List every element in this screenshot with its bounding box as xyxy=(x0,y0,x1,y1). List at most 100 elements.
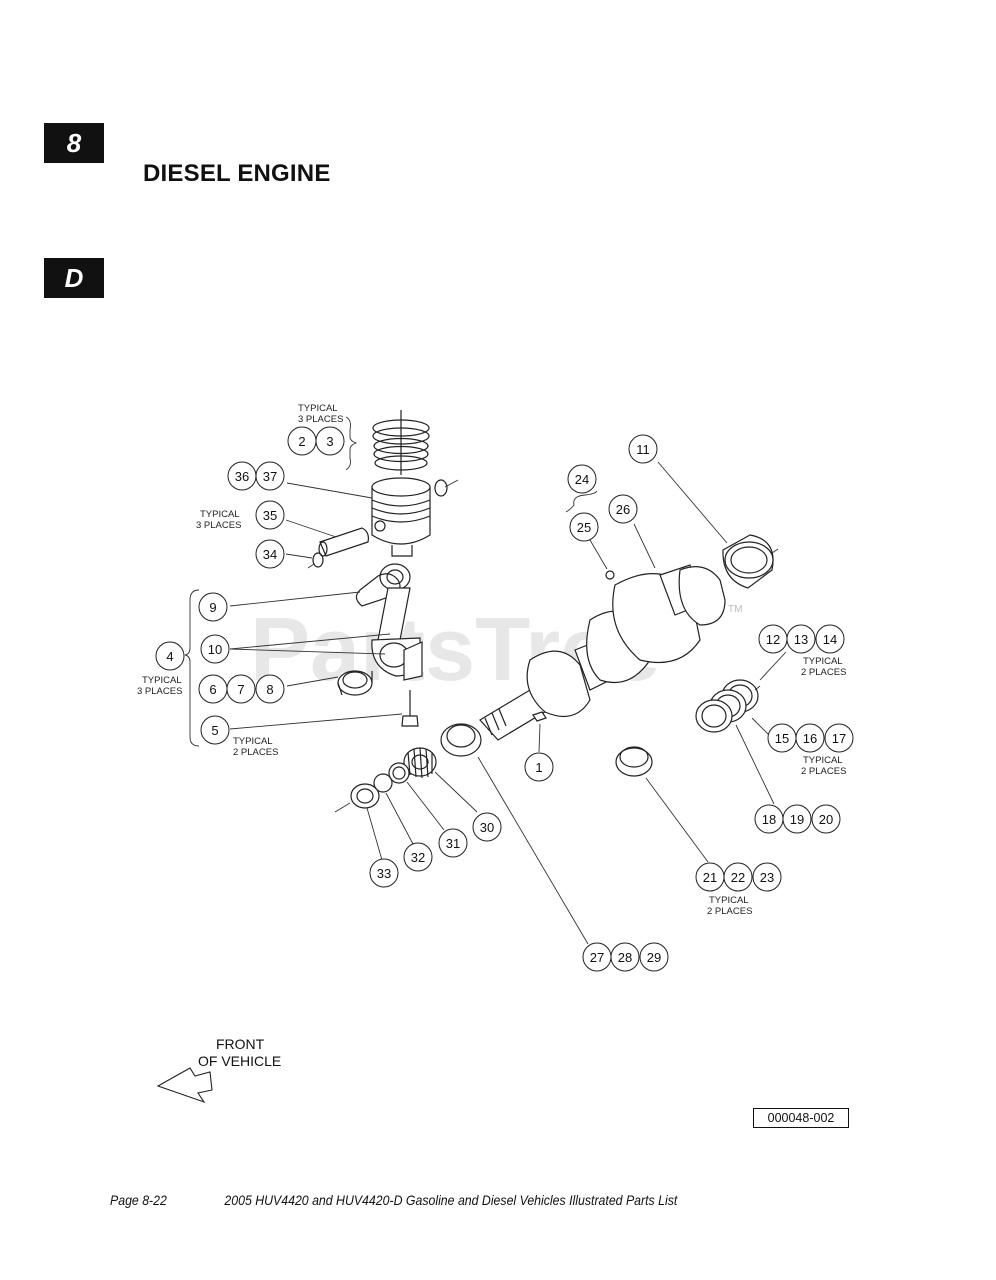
svg-text:34: 34 xyxy=(263,547,277,562)
callout-2: 2 xyxy=(287,426,317,456)
note-places: 2 PLACES xyxy=(707,906,752,917)
svg-text:8: 8 xyxy=(266,682,273,697)
footer-title: 2005 HUV4420 and HUV4420-D Gasoline and … xyxy=(224,1192,678,1208)
main-bearing-rear xyxy=(722,534,779,589)
svg-text:2: 2 xyxy=(298,434,305,449)
callout-37: 37 xyxy=(255,461,285,491)
callout-33: 33 xyxy=(369,858,399,888)
svg-text:30: 30 xyxy=(480,820,494,835)
svg-text:29: 29 xyxy=(647,950,661,965)
callout-30: 30 xyxy=(472,812,502,842)
callout-12: 12 xyxy=(758,624,788,654)
svg-text:11: 11 xyxy=(636,442,650,457)
svg-text:7: 7 xyxy=(237,682,244,697)
notes: TYPICAL 3 PLACES TYPICAL 3 PLACES TYPICA… xyxy=(137,403,846,917)
callout-10: 10 xyxy=(200,634,230,664)
callout-35: 35 xyxy=(255,500,285,530)
piston-rings xyxy=(372,410,430,475)
svg-text:32: 32 xyxy=(411,850,425,865)
callout-24: 24 xyxy=(567,464,597,494)
oil-seal xyxy=(334,783,380,813)
callout-16: 16 xyxy=(795,723,825,753)
callout-5: 5 xyxy=(200,715,230,745)
svg-text:25: 25 xyxy=(577,520,591,535)
center-main-bearing xyxy=(615,746,653,777)
svg-text:36: 36 xyxy=(235,469,249,484)
leader-lines xyxy=(184,416,787,945)
callout-6: 6 xyxy=(198,674,228,704)
connecting-rod xyxy=(355,563,423,681)
callout-4: 4 xyxy=(155,641,185,671)
callout-19: 19 xyxy=(782,804,812,834)
svg-text:22: 22 xyxy=(731,870,745,885)
rod-bolt xyxy=(401,690,419,727)
callout-22: 22 xyxy=(723,862,753,892)
note-typical: TYPICAL xyxy=(233,736,273,747)
callout-31: 31 xyxy=(438,828,468,858)
svg-text:12: 12 xyxy=(766,632,780,647)
svg-text:35: 35 xyxy=(263,508,277,523)
svg-text:16: 16 xyxy=(803,731,817,746)
callout-29: 29 xyxy=(639,942,669,972)
callout-3: 3 xyxy=(315,426,345,456)
svg-text:4: 4 xyxy=(166,649,173,664)
svg-text:21: 21 xyxy=(703,870,717,885)
watermark-tm: TM xyxy=(728,604,742,615)
crankshaft xyxy=(479,564,726,741)
note-places: 2 PLACES xyxy=(233,747,278,758)
svg-text:18: 18 xyxy=(762,812,776,827)
o-ring xyxy=(373,773,393,793)
svg-text:17: 17 xyxy=(832,731,846,746)
callout-20: 20 xyxy=(811,804,841,834)
note-places: 3 PLACES xyxy=(196,520,241,531)
svg-text:10: 10 xyxy=(208,642,222,657)
callout-15: 15 xyxy=(767,723,797,753)
svg-text:26: 26 xyxy=(616,502,630,517)
callout-17: 17 xyxy=(824,723,854,753)
callout-21: 21 xyxy=(695,862,725,892)
svg-text:31: 31 xyxy=(446,836,460,851)
callout-18: 18 xyxy=(754,804,784,834)
note-places: 2 PLACES xyxy=(801,667,846,678)
callout-13: 13 xyxy=(786,624,816,654)
callout-8: 8 xyxy=(255,674,285,704)
svg-text:13: 13 xyxy=(794,632,808,647)
note-typical: TYPICAL xyxy=(803,656,843,667)
svg-text:1: 1 xyxy=(535,760,542,775)
piston-pin-clip xyxy=(434,479,459,497)
svg-text:27: 27 xyxy=(590,950,604,965)
figure-code: 000048-002 xyxy=(753,1108,849,1128)
page-title: DIESEL ENGINE xyxy=(143,160,331,187)
callout-11: 11 xyxy=(628,434,658,464)
note-typical: TYPICAL xyxy=(803,755,843,766)
callout-7: 7 xyxy=(226,674,256,704)
svg-text:28: 28 xyxy=(618,950,632,965)
callout-28: 28 xyxy=(610,942,640,972)
callout-32: 32 xyxy=(403,842,433,872)
section-tab: 8 xyxy=(44,123,104,163)
front-label-line2: OF VEHICLE xyxy=(198,1053,281,1069)
dowel-ring xyxy=(605,570,615,580)
svg-text:9: 9 xyxy=(209,600,216,615)
piston xyxy=(371,477,431,557)
callout-27: 27 xyxy=(582,942,612,972)
svg-text:15: 15 xyxy=(775,731,789,746)
note-typical: TYPICAL xyxy=(200,509,240,520)
svg-text:37: 37 xyxy=(263,469,277,484)
svg-text:20: 20 xyxy=(819,812,833,827)
thrust-washers xyxy=(695,679,761,733)
crankshaft-key xyxy=(532,711,547,722)
callout-1: 1 xyxy=(524,752,554,782)
svg-text:6: 6 xyxy=(209,682,216,697)
note-typical: TYPICAL xyxy=(142,675,182,686)
subsection-tab: D xyxy=(44,258,104,298)
note-places: 3 PLACES xyxy=(298,414,343,425)
gear-spacer xyxy=(388,762,410,784)
callout-34: 34 xyxy=(255,539,285,569)
crankshaft-gear xyxy=(403,747,437,779)
rod-bearing xyxy=(337,670,373,696)
note-places: 2 PLACES xyxy=(801,766,846,777)
svg-text:3: 3 xyxy=(326,434,333,449)
